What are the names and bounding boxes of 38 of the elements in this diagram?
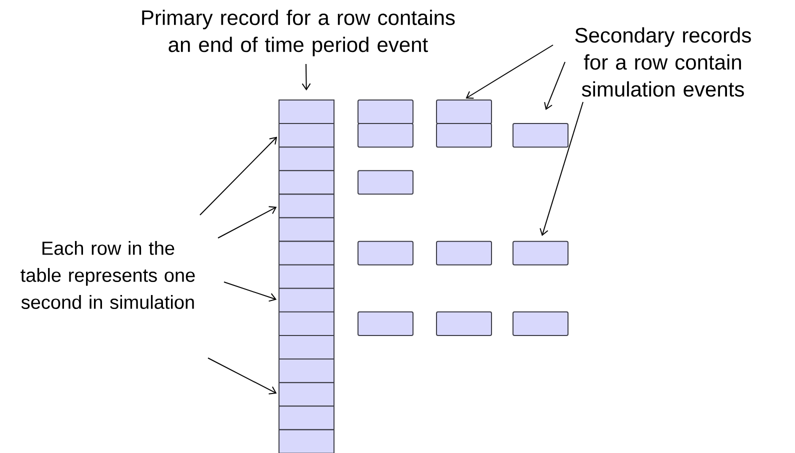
record-box <box>358 100 414 124</box>
callout-text: Each row in the table represents one second in simulation <box>20 241 195 309</box>
table-row-cell <box>278 123 334 148</box>
table-row-cell <box>278 382 334 407</box>
table-row-cell <box>278 264 334 289</box>
arrow <box>302 64 311 91</box>
record-box <box>436 100 492 124</box>
arrow <box>200 136 278 216</box>
record-box <box>512 311 568 336</box>
arrow <box>540 102 584 236</box>
record-box <box>512 123 568 148</box>
record-box <box>358 170 414 195</box>
table-row-cell <box>278 288 334 312</box>
record-box <box>358 123 414 148</box>
callout-text: Secondary records for a row contain simulation events <box>575 27 751 97</box>
arrow <box>466 44 554 99</box>
callout-text: Primary record for a row contains an end of time period event <box>142 10 455 56</box>
arrow <box>224 282 277 302</box>
record-box <box>358 240 414 266</box>
record-box <box>358 311 414 336</box>
table-row-cell <box>278 406 334 430</box>
arrow <box>544 62 566 110</box>
table-row-cell <box>278 311 334 336</box>
table-row-cell <box>278 194 334 218</box>
arrow <box>208 358 277 394</box>
table-row-cell <box>278 146 334 172</box>
arrow <box>218 206 277 238</box>
table-row-cell <box>278 429 334 453</box>
table-row-cell <box>278 100 334 124</box>
table-row-cell <box>278 217 334 242</box>
table-row-cell <box>278 358 334 384</box>
record-box <box>436 123 492 148</box>
table-row-cell <box>278 240 334 266</box>
record-box <box>512 240 568 266</box>
table-row-cell <box>278 170 334 195</box>
table-row-cell <box>278 335 334 360</box>
record-box <box>436 311 492 336</box>
record-box <box>436 240 492 266</box>
